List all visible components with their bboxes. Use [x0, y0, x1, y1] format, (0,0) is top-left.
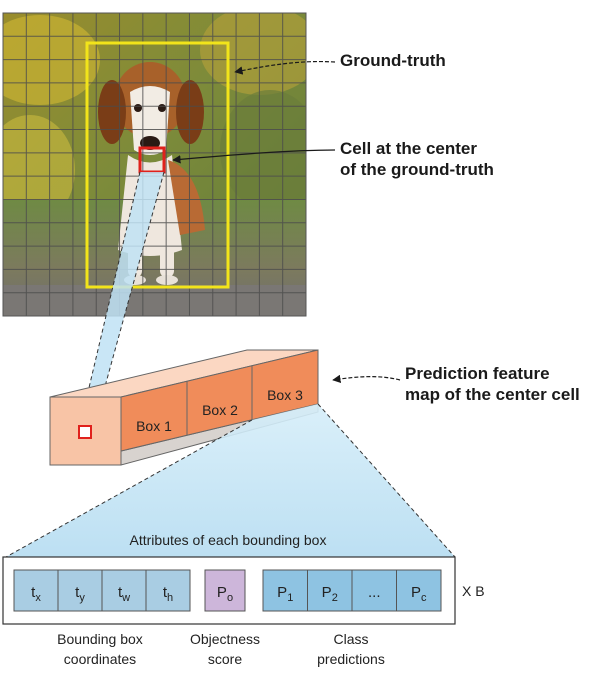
- coord-cell-text: ty: [75, 584, 85, 604]
- class-label: predictions: [317, 651, 385, 667]
- ground-truth-arrow: [234, 60, 336, 75]
- feature-box-label: Box 1: [136, 418, 172, 434]
- cell-projection: [79, 172, 164, 430]
- symbol: ...: [368, 584, 381, 601]
- objectness-label: score: [208, 651, 242, 667]
- class-label: Class: [333, 631, 368, 647]
- class-cell-text: Pc: [411, 584, 427, 604]
- class-cell: [396, 569, 442, 612]
- center-cell-text: Cell at the center: [340, 139, 477, 158]
- class-cell: [351, 569, 397, 612]
- symbol: P: [322, 584, 332, 601]
- dog-photo: [3, 13, 306, 316]
- subscript: c: [421, 592, 427, 604]
- ground-truth-callout: Ground-truth: [340, 50, 446, 71]
- subscript: o: [227, 592, 233, 604]
- feature-map-arrow: [332, 374, 401, 384]
- symbol: P: [411, 584, 421, 601]
- symbol: P: [217, 584, 227, 601]
- coords-label: coordinates: [64, 651, 136, 667]
- subscript: y: [79, 592, 85, 604]
- class-cell-text: ...: [368, 584, 381, 601]
- class-cell-text: P2: [322, 584, 338, 604]
- symbol: t: [75, 584, 80, 601]
- coord-cell-text: tw: [118, 584, 130, 604]
- ground-truth-text: Ground-truth: [340, 51, 446, 70]
- symbol: P: [277, 584, 287, 601]
- objectness-cell-text: Po: [217, 584, 233, 604]
- subscript: h: [167, 592, 173, 604]
- class-cell: [262, 569, 308, 612]
- coord-cell: [101, 569, 147, 612]
- class-cell: [307, 569, 353, 612]
- subscript: w: [121, 592, 130, 604]
- subscript: x: [35, 592, 41, 604]
- feature-map-text: map of the center cell: [405, 385, 580, 404]
- subscript: 2: [332, 592, 338, 604]
- attributes-title: Attributes of each bounding box: [130, 532, 327, 548]
- coord-cell: [57, 569, 103, 612]
- coord-cell-text: th: [163, 584, 173, 604]
- feature-map-callout: Prediction feature map of the center cel…: [405, 363, 580, 405]
- ground-truth-box: [85, 41, 230, 289]
- subscript: 1: [287, 592, 293, 604]
- feature-cell-marker: [78, 425, 92, 439]
- symbol: t: [118, 584, 123, 601]
- objectness-cell: [204, 569, 246, 612]
- objectness-cell: Po: [204, 569, 246, 612]
- attributes-projection: [6, 404, 455, 557]
- feature-box-label: Box 2: [202, 402, 238, 418]
- coord-cell: [145, 569, 191, 612]
- center-cell-arrow: [172, 149, 336, 164]
- center-cell-text: of the ground-truth: [340, 160, 494, 179]
- class-cell-text: P1: [277, 584, 293, 604]
- feature-box-label: Box 3: [267, 387, 303, 403]
- center-cell-callout: Cell at the center of the ground-truth: [340, 138, 494, 180]
- symbol: t: [163, 584, 168, 601]
- coord-cell-text: tx: [31, 584, 41, 604]
- multiplier-label: X B: [462, 583, 485, 599]
- coords-label: Bounding box: [57, 631, 143, 647]
- prediction-feature-map: Box 1 Box 2 Box 3: [49, 349, 319, 466]
- feature-map-text: Prediction feature: [405, 364, 550, 383]
- coord-cell: [13, 569, 59, 612]
- symbol: t: [31, 584, 36, 601]
- objectness-label: Objectness: [190, 631, 260, 647]
